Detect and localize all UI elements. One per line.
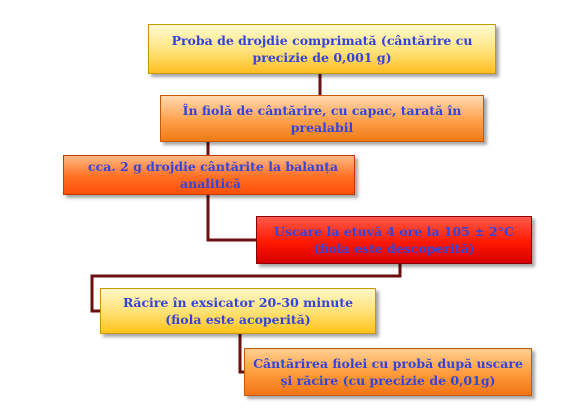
step-4-line-1: Uscare la etuvă 4 ore la 105 ± 2°C <box>274 224 514 239</box>
connector-step3-step4 <box>206 195 256 242</box>
step-6-text: Cântărirea fiolei cu probă după uscare ș… <box>253 355 523 389</box>
step-box-4: Uscare la etuvă 4 ore la 105 ± 2°C (fiol… <box>256 216 532 264</box>
step-2-line-2: prealabil <box>290 119 354 135</box>
step-1-line-1: Proba de drojdie comprimată (cântărire c… <box>171 33 473 48</box>
step-1-line-2: precizie de 0,001 g) <box>252 50 392 65</box>
step-1-text: Proba de drojdie comprimată (cântărire c… <box>172 32 473 66</box>
step-box-5: Răcire în exsicator 20-30 minute (fiola … <box>100 288 376 334</box>
step-3-text: cca. 2 g drojdie cântărite la balanța an… <box>88 158 338 192</box>
step-box-2: În fiolă de cântărire, cu capac, tarată … <box>160 95 484 142</box>
step-6-line-2: și răcire (cu precizie de 0,01g) <box>280 373 496 388</box>
step-4-text: Uscare la etuvă 4 ore la 105 ± 2°C (fiol… <box>274 223 514 257</box>
step-5-line-2: (fiola este acoperită) <box>165 312 311 327</box>
step-2-line-1: În fiolă de cântărire, cu capac, tarată … <box>182 102 462 118</box>
step-box-3: cca. 2 g drojdie cântărite la balanța an… <box>63 155 355 195</box>
step-box-1: Proba de drojdie comprimată (cântărire c… <box>148 24 496 74</box>
step-2-text: În fiolă de cântărire, cu capac, tarată … <box>183 102 462 136</box>
step-box-6: Cântărirea fiolei cu probă după uscare ș… <box>244 348 532 396</box>
step-3-line-2: analitică <box>180 176 242 191</box>
step-4-line-2: (fiola este descoperită) <box>313 241 475 256</box>
step-6-line-1: Cântărirea fiolei cu probă după uscare <box>253 356 523 371</box>
connector-step4-step5 <box>90 264 402 313</box>
step-3-line-1: cca. 2 g drojdie cântărite la balanța <box>88 159 339 174</box>
step-5-text: Răcire în exsicator 20-30 minute (fiola … <box>123 294 353 328</box>
connector-step5-step6 <box>238 334 244 374</box>
step-5-line-1: Răcire în exsicator 20-30 minute <box>122 295 354 310</box>
